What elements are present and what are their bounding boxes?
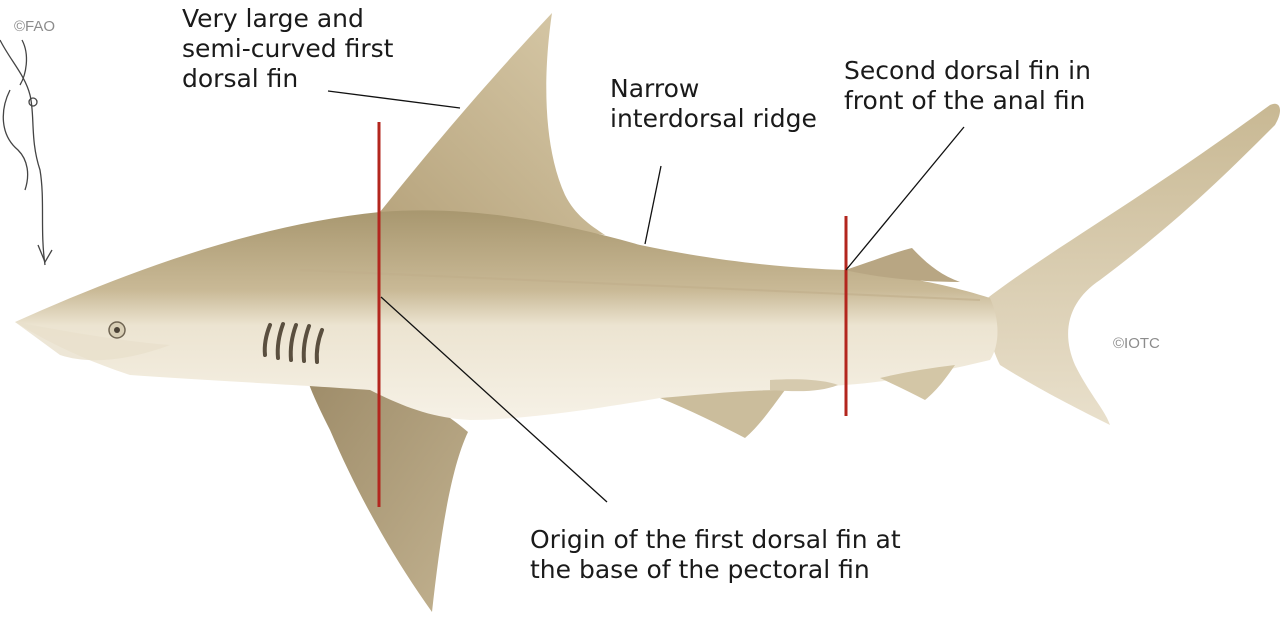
leader-interdorsal: [645, 166, 661, 244]
shark-body: [15, 210, 998, 420]
label-origin: Origin of the first dorsal fin at the ba…: [530, 525, 901, 585]
caudal-fin: [985, 104, 1280, 425]
hook-sketch: [0, 40, 52, 265]
credit-fao: ©FAO: [14, 18, 55, 35]
credit-iotc: ©IOTC: [1113, 335, 1160, 352]
first-dorsal-fin: [380, 13, 605, 235]
label-first-dorsal: Very large and semi-curved first dorsal …: [182, 4, 393, 94]
label-second-dorsal: Second dorsal fin in front of the anal f…: [844, 56, 1091, 116]
pelvic-fin: [660, 390, 785, 438]
label-interdorsal-ridge: Narrow interdorsal ridge: [610, 74, 817, 134]
leader-second-dorsal: [846, 127, 964, 270]
